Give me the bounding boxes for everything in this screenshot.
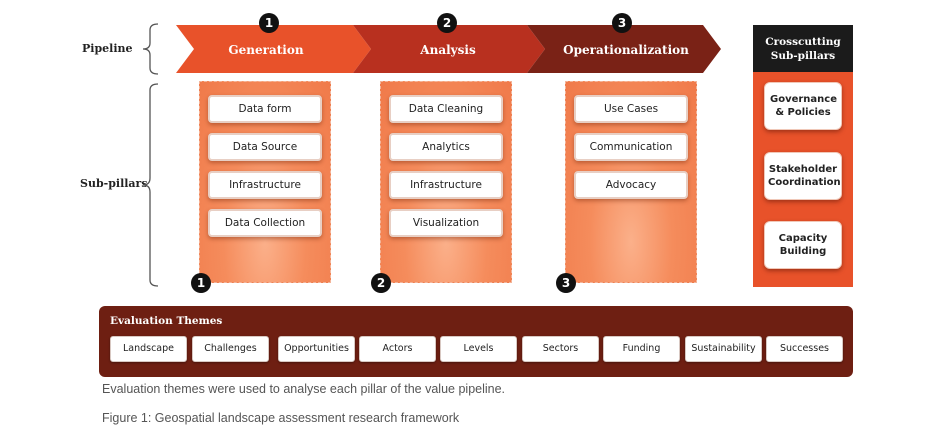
evaluation-themes-title: Evaluation Themes: [110, 315, 223, 327]
sub-pillar-item: Visualization: [389, 209, 503, 237]
pipeline-stage-2-chevron: [353, 25, 545, 73]
pipeline-stage-3-chevron: [527, 25, 721, 73]
sub-pillars-brace: [142, 83, 159, 287]
sub-pillar-item: Data Cleaning: [389, 95, 503, 123]
pipeline-stage-2-label: Analysis: [419, 43, 476, 57]
sub-pillar-item: Analytics: [389, 133, 503, 161]
pipeline-row-label: Pipeline: [82, 42, 133, 55]
figure-caption: Figure 1: Geospatial landscape assessmen…: [102, 411, 460, 425]
crosscutting-title: Crosscutting Sub-pillars: [765, 35, 841, 62]
pipeline-stage-1-label: Generation: [228, 43, 303, 57]
theme-item: Sectors: [522, 336, 599, 362]
sub-pillar-item: Communication: [574, 133, 688, 161]
pipeline-stage-3-number: 3: [612, 13, 632, 33]
crosscutting-header: Crosscutting Sub-pillars: [753, 25, 853, 72]
sub-pillars-row-label: Sub-pillars: [80, 177, 148, 190]
sub-pillar-item: Infrastructure: [208, 171, 322, 199]
pipeline-stage-1-chevron: [176, 25, 371, 73]
theme-item: Landscape: [110, 336, 187, 362]
theme-item: Challenges: [192, 336, 269, 362]
crosscutting-item: Capacity Building: [764, 221, 842, 269]
sub-pillar-item: Data Collection: [208, 209, 322, 237]
evaluation-note-caption: Evaluation themes were used to analyse e…: [102, 382, 506, 396]
column-2-number: 2: [371, 273, 391, 293]
pipeline-stage-3-label: Operationalization: [563, 43, 689, 57]
theme-item: Sustainability: [685, 336, 762, 362]
crosscutting-panel: Governance & Policies Stakeholder Coordi…: [753, 72, 853, 287]
crosscutting-item: Stakeholder Coordination: [764, 152, 842, 200]
sub-pillar-item: Use Cases: [574, 95, 688, 123]
evaluation-themes-panel: Evaluation Themes Landscape Challenges O…: [99, 306, 853, 377]
theme-item: Funding: [603, 336, 680, 362]
theme-item: Actors: [359, 336, 436, 362]
sub-pillar-item: Data form: [208, 95, 322, 123]
theme-item: Levels: [440, 336, 517, 362]
sub-pillar-column-1: Data form Data Source Infrastructure Dat…: [199, 81, 331, 283]
sub-pillar-item: Infrastructure: [389, 171, 503, 199]
column-3-number: 3: [556, 273, 576, 293]
pipeline-stage-2-number: 2: [437, 13, 457, 33]
pipeline-brace: [142, 23, 159, 75]
sub-pillar-item: Advocacy: [574, 171, 688, 199]
sub-pillar-column-2: Data Cleaning Analytics Infrastructure V…: [380, 81, 512, 283]
theme-item: Opportunities: [278, 336, 355, 362]
sub-pillar-column-3: Use Cases Communication Advocacy: [565, 81, 697, 283]
pipeline-stage-1-number: 1: [259, 13, 279, 33]
sub-pillar-item: Data Source: [208, 133, 322, 161]
theme-item: Successes: [766, 336, 843, 362]
column-1-number: 1: [191, 273, 211, 293]
crosscutting-item: Governance & Policies: [764, 82, 842, 130]
